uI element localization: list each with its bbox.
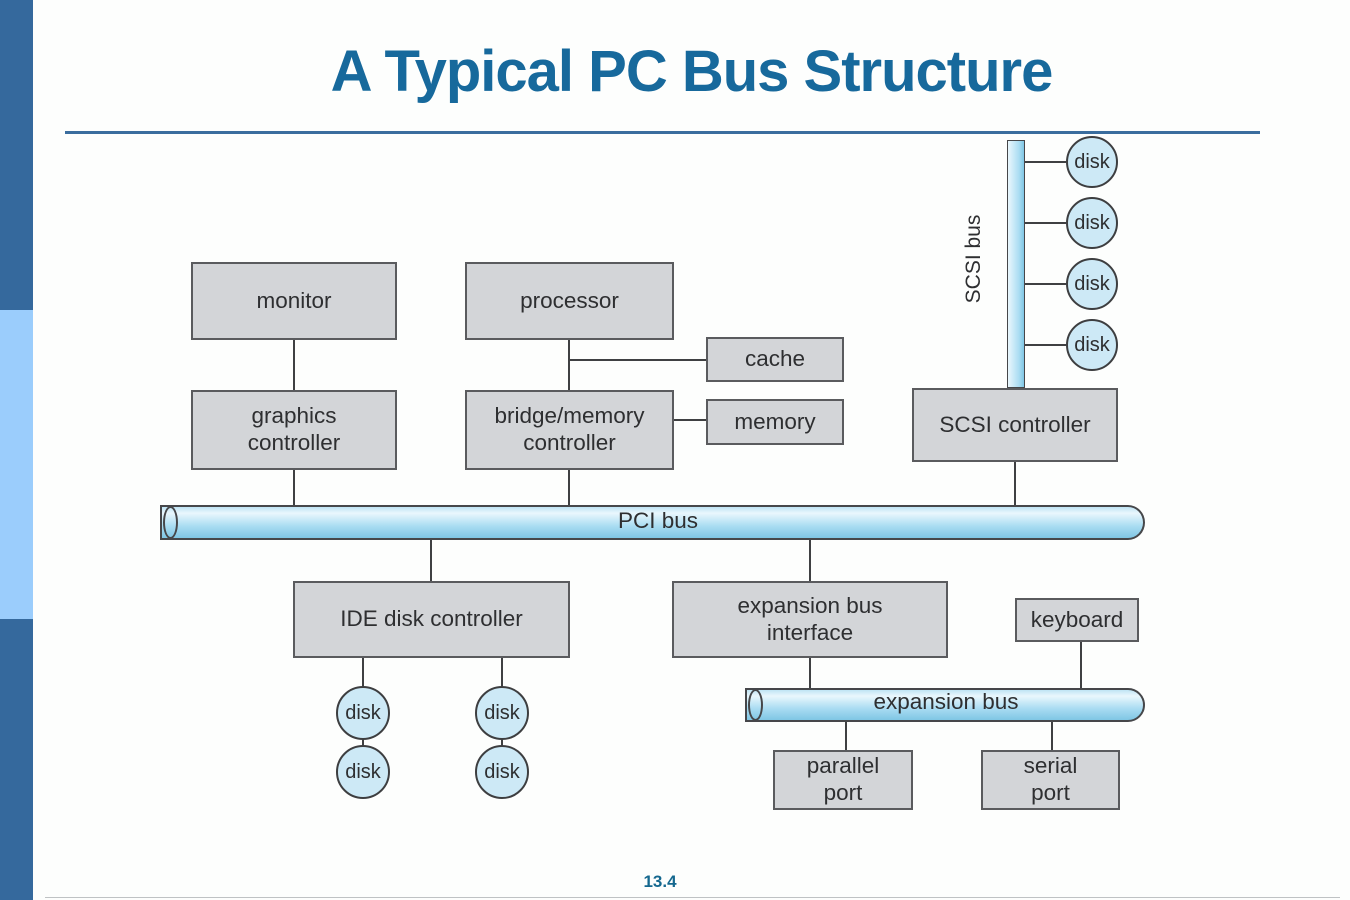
node-serial-port: serial port bbox=[981, 750, 1120, 810]
edge-scsibus-disk1 bbox=[1025, 161, 1066, 163]
edge-scsibus-disk3 bbox=[1025, 283, 1066, 285]
node-graphics-controller: graphics controller bbox=[191, 390, 397, 470]
node-expansion-bus-interface: expansion bus interface bbox=[672, 581, 948, 658]
scsi-disk-4: disk bbox=[1066, 319, 1118, 371]
scsi-bus bbox=[1007, 140, 1025, 388]
edge-graphics-pci bbox=[293, 470, 295, 521]
ide-disk-3: disk bbox=[336, 745, 390, 799]
edge-disk1-disk3 bbox=[362, 739, 364, 746]
edge-expansion-serial bbox=[1051, 702, 1053, 750]
node-memory: memory bbox=[706, 399, 844, 445]
sidebar-accent-top bbox=[0, 0, 33, 310]
slide-title: A Typical PC Bus Structure bbox=[330, 39, 1054, 104]
edge-ide-disk1 bbox=[362, 658, 364, 687]
pci-bus-label: PCI bus bbox=[617, 508, 699, 533]
edge-scsi-controller-pci bbox=[1014, 462, 1016, 521]
ide-disk-2: disk bbox=[475, 686, 529, 740]
node-parallel-port: parallel port bbox=[773, 750, 913, 810]
scsi-bus-label: SCSI bus bbox=[962, 214, 985, 304]
title-underline bbox=[65, 131, 1260, 134]
node-ide-disk-controller: IDE disk controller bbox=[293, 581, 570, 658]
node-processor: processor bbox=[465, 262, 674, 340]
node-cache: cache bbox=[706, 337, 844, 382]
pci-bus bbox=[160, 505, 1145, 540]
scsi-disk-1: disk bbox=[1066, 136, 1118, 188]
edge-ide-disk2 bbox=[501, 658, 503, 687]
edge-pci-ide bbox=[430, 521, 432, 581]
edge-expansion-interface-bus bbox=[809, 658, 811, 702]
node-monitor: monitor bbox=[191, 262, 397, 340]
node-bridge-memory-controller: bridge/memory controller bbox=[465, 390, 674, 470]
sidebar-accent-bottom bbox=[0, 619, 33, 900]
ide-disk-4: disk bbox=[475, 745, 529, 799]
edge-keyboard-expansion-bus bbox=[1080, 642, 1082, 702]
page-number: 13.4 bbox=[643, 872, 677, 891]
ide-disk-1: disk bbox=[336, 686, 390, 740]
edge-bridge-pci bbox=[568, 470, 570, 521]
scsi-disk-3: disk bbox=[1066, 258, 1118, 310]
node-scsi-controller: SCSI controller bbox=[912, 388, 1118, 462]
expansion-bus-label: expansion bus bbox=[873, 689, 1019, 714]
edge-processor-bridge bbox=[568, 340, 570, 390]
scsi-disk-2: disk bbox=[1066, 197, 1118, 249]
edge-pci-expansion-interface bbox=[809, 521, 811, 581]
edge-monitor-graphics bbox=[293, 340, 295, 390]
edge-disk2-disk4 bbox=[501, 739, 503, 746]
edge-scsibus-disk2 bbox=[1025, 222, 1066, 224]
sidebar-accent-middle bbox=[0, 310, 33, 619]
edge-scsibus-disk4 bbox=[1025, 344, 1066, 346]
edge-bridge-memory bbox=[674, 419, 706, 421]
edge-expansion-parallel bbox=[845, 702, 847, 750]
node-keyboard: keyboard bbox=[1015, 598, 1139, 642]
edge-processor-cache bbox=[569, 359, 706, 361]
expansion-bus bbox=[745, 688, 1145, 722]
bottom-edge-rule bbox=[45, 897, 1340, 898]
